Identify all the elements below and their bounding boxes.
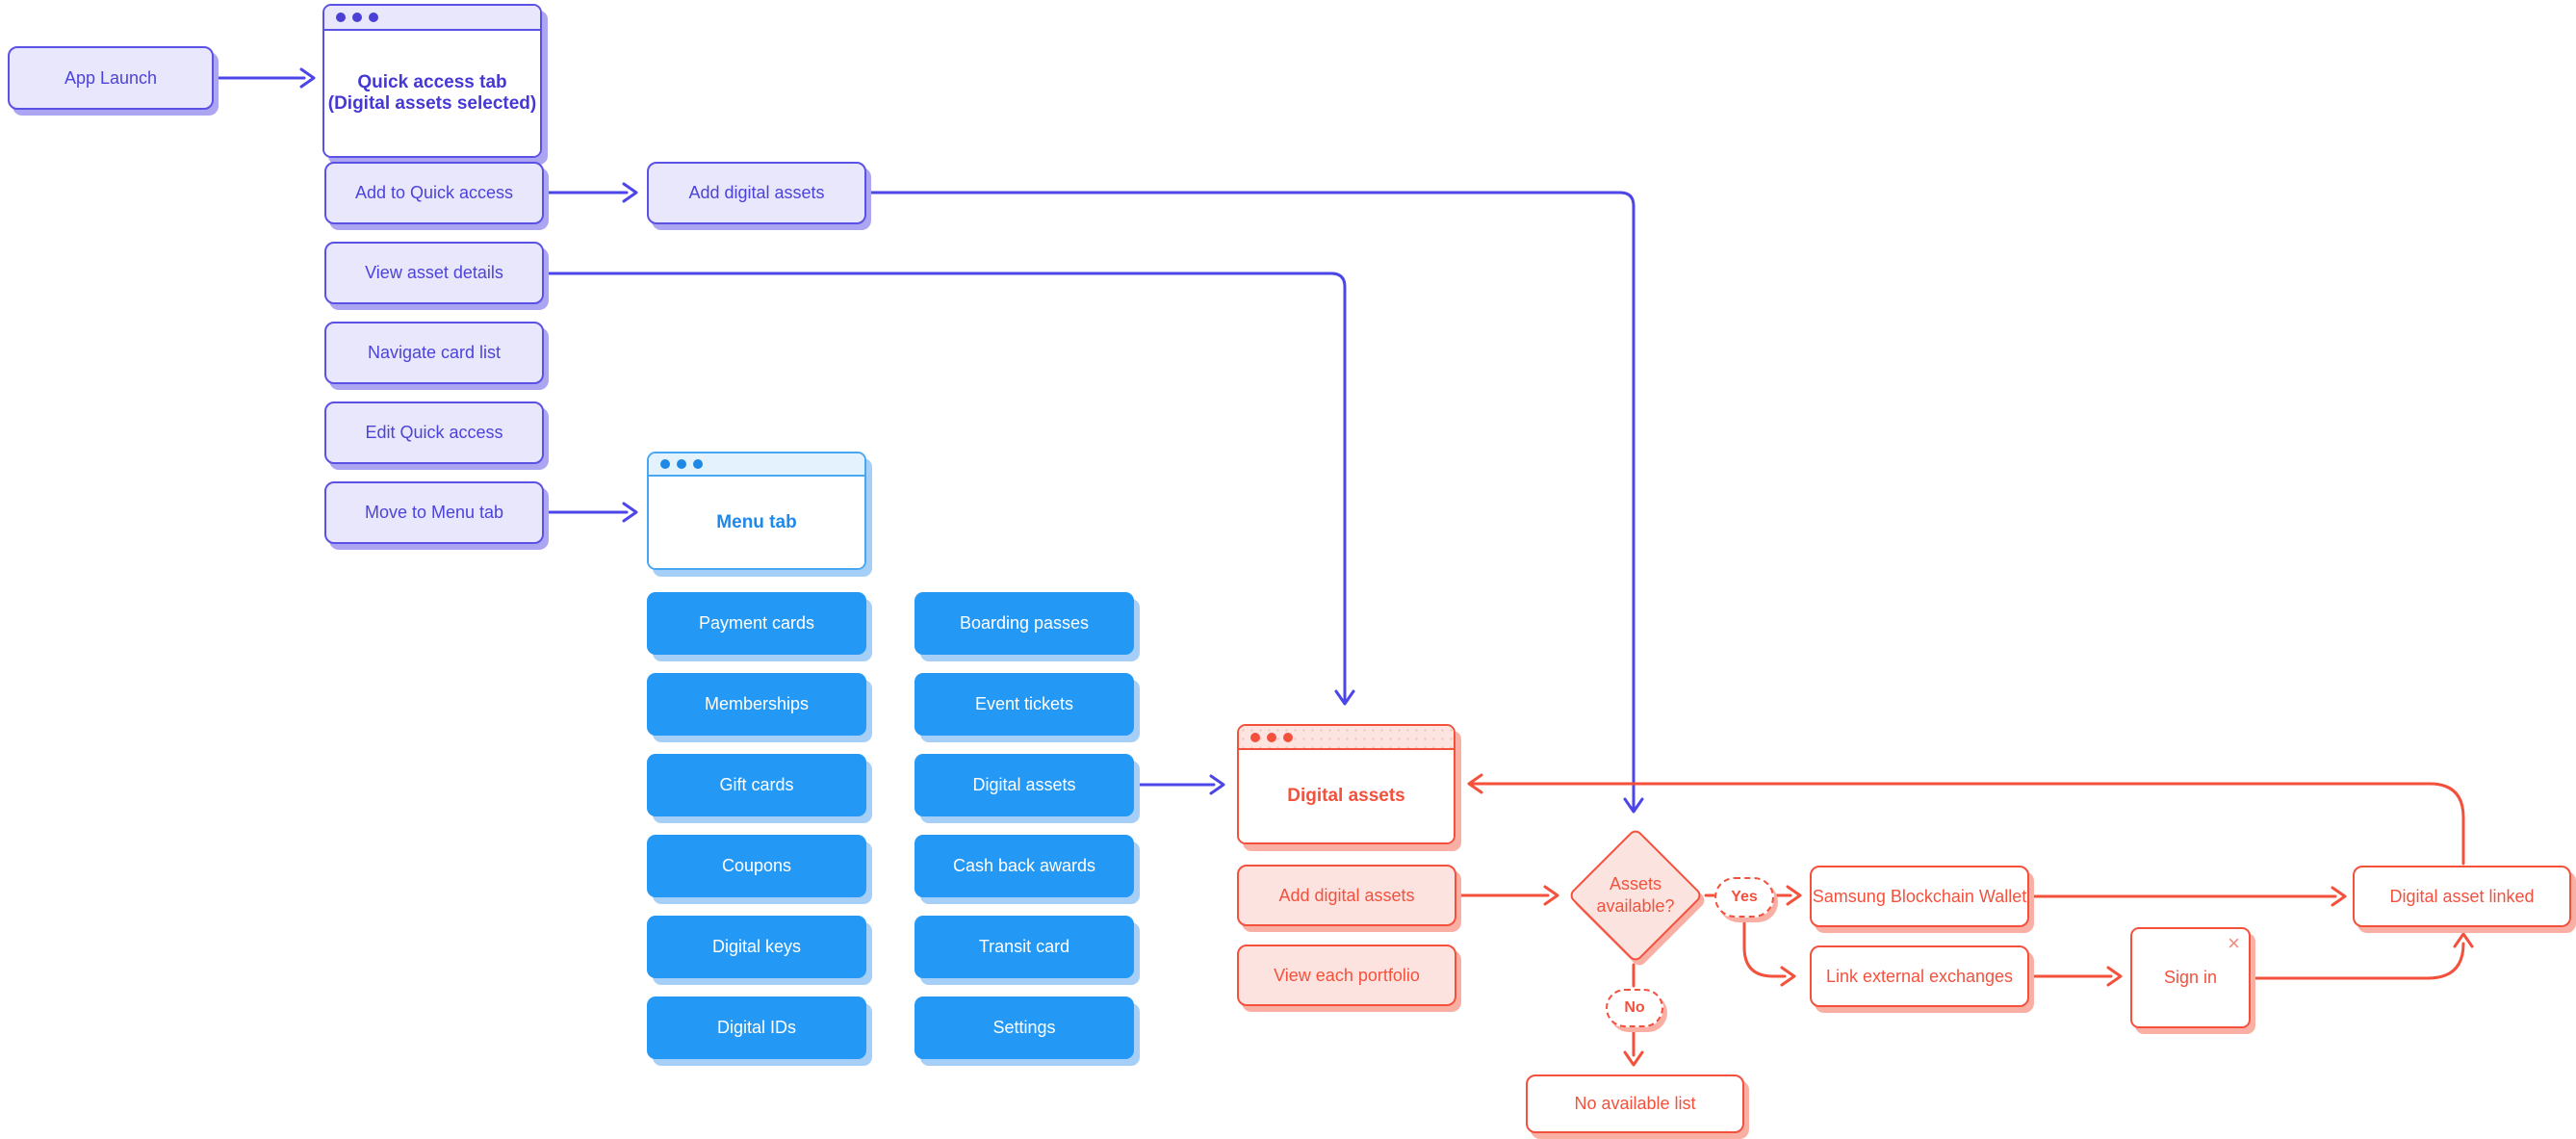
window-quick-access-tab[interactable]: Quick access tab (Digital assets selecte… bbox=[322, 4, 542, 158]
menu-item-label: Boarding passes bbox=[959, 613, 1090, 634]
menu-item-digital-assets[interactable]: Digital assets bbox=[914, 754, 1134, 816]
node-label: View each portfolio bbox=[1274, 965, 1420, 985]
window-title: Quick access tab (Digital assets selecte… bbox=[324, 31, 540, 156]
menu-item-label: Cash back awards bbox=[952, 856, 1096, 876]
node-label: Add digital assets bbox=[688, 183, 825, 203]
node-no-available-list[interactable]: No available list bbox=[1526, 1074, 1744, 1133]
arrow-yes-to-link-exchanges bbox=[1742, 919, 1796, 987]
menu-item-label: Transit card bbox=[978, 937, 1070, 957]
node-digital-asset-linked[interactable]: Digital asset linked bbox=[2353, 866, 2571, 927]
menu-item-memberships[interactable]: Memberships bbox=[647, 673, 866, 736]
menu-item-label: Digital IDs bbox=[716, 1018, 797, 1038]
window-dot-icon bbox=[660, 459, 670, 469]
arrow-sign-in-to-linked bbox=[2251, 932, 2474, 980]
menu-item-label: Coupons bbox=[721, 856, 792, 876]
menu-item-label: Payment cards bbox=[698, 613, 815, 634]
node-add-digital-assets[interactable]: Add digital assets bbox=[1237, 865, 1456, 926]
menu-item-boarding-passes[interactable]: Boarding passes bbox=[914, 592, 1134, 655]
branch-no[interactable]: No bbox=[1606, 989, 1663, 1027]
window-dot-icon bbox=[352, 13, 362, 22]
window-dot-icon bbox=[1267, 732, 1276, 742]
arrow-menu-digital-assets-to-assets-window bbox=[1135, 774, 1225, 795]
menu-item-payment-cards[interactable]: Payment cards bbox=[647, 592, 866, 655]
branch-yes[interactable]: Yes bbox=[1714, 877, 1774, 918]
node-label: Navigate card list bbox=[367, 343, 502, 363]
arrow-add-assets-to-decision bbox=[1458, 885, 1559, 906]
arrow-yes-to-wallet bbox=[1774, 885, 1802, 906]
menu-item-event-tickets[interactable]: Event tickets bbox=[914, 673, 1134, 736]
menu-item-digital-ids[interactable]: Digital IDs bbox=[647, 997, 866, 1059]
branch-label: Yes bbox=[1731, 889, 1758, 905]
menu-item-cash-back-awards[interactable]: Cash back awards bbox=[914, 835, 1134, 897]
menu-item-label: Gift cards bbox=[719, 775, 794, 795]
decision-label: Assets available? bbox=[1596, 874, 1675, 917]
node-view-each-portfolio[interactable]: View each portfolio bbox=[1237, 945, 1456, 1006]
node-add-digital-assets-quick[interactable]: Add digital assets bbox=[647, 162, 866, 224]
node-label: No available list bbox=[1574, 1094, 1696, 1114]
branch-label: No bbox=[1624, 999, 1645, 1016]
node-label: Samsung Blockchain Wallet bbox=[1812, 886, 2027, 906]
menu-item-label: Digital keys bbox=[711, 937, 802, 957]
node-link-external-exchanges[interactable]: Link external exchanges bbox=[1810, 945, 2029, 1007]
node-samsung-blockchain-wallet[interactable]: Samsung Blockchain Wallet bbox=[1810, 866, 2029, 927]
node-label: Link external exchanges bbox=[1825, 966, 2014, 986]
node-label: Move to Menu tab bbox=[364, 503, 504, 523]
close-icon[interactable]: × bbox=[2228, 931, 2240, 955]
menu-item-gift-cards[interactable]: Gift cards bbox=[647, 754, 866, 816]
node-label: View asset details bbox=[365, 263, 503, 283]
node-label: App Launch bbox=[64, 67, 158, 88]
modal-label: Sign in bbox=[2163, 968, 2218, 987]
node-navigate-card-list[interactable]: Navigate card list bbox=[324, 322, 544, 384]
node-add-to-quick-access[interactable]: Add to Quick access bbox=[324, 162, 544, 224]
window-dot-icon bbox=[677, 459, 686, 469]
menu-item-label: Settings bbox=[992, 1018, 1056, 1038]
window-titlebar bbox=[649, 453, 864, 477]
arrow-link-exchanges-to-sign-in bbox=[2031, 966, 2123, 987]
arrow-no-to-no-list bbox=[1623, 1025, 1644, 1067]
menu-item-label: Digital assets bbox=[972, 775, 1076, 795]
node-label: Edit Quick access bbox=[365, 423, 503, 443]
node-label: Add digital assets bbox=[1278, 885, 1415, 905]
window-title: Digital assets bbox=[1239, 750, 1454, 842]
arrow-add-to-quick-to-add-digital bbox=[546, 182, 638, 203]
arrow-app-launch-to-quick-window bbox=[216, 67, 316, 89]
menu-item-label: Memberships bbox=[704, 694, 810, 714]
window-dot-icon bbox=[1250, 732, 1260, 742]
node-label: Add to Quick access bbox=[354, 183, 514, 203]
node-view-asset-details[interactable]: View asset details bbox=[324, 242, 544, 304]
node-app-launch[interactable]: App Launch bbox=[8, 46, 214, 110]
menu-item-digital-keys[interactable]: Digital keys bbox=[647, 916, 866, 978]
node-move-to-menu-tab[interactable]: Move to Menu tab bbox=[324, 481, 544, 544]
window-titlebar bbox=[1239, 726, 1454, 750]
window-titlebar bbox=[324, 6, 540, 31]
node-edit-quick-access[interactable]: Edit Quick access bbox=[324, 401, 544, 464]
window-dot-icon bbox=[369, 13, 378, 22]
window-dot-icon bbox=[1283, 732, 1293, 742]
menu-item-coupons[interactable]: Coupons bbox=[647, 835, 866, 897]
modal-sign-in[interactable]: × Sign in bbox=[2130, 927, 2251, 1028]
window-dot-icon bbox=[693, 459, 703, 469]
menu-item-settings[interactable]: Settings bbox=[914, 997, 1134, 1059]
window-digital-assets[interactable]: Digital assets bbox=[1237, 724, 1455, 844]
window-menu-tab[interactable]: Menu tab bbox=[647, 452, 866, 570]
arrow-move-to-menu-to-menu-window bbox=[546, 502, 638, 523]
menu-item-label: Event tickets bbox=[974, 694, 1074, 714]
menu-item-transit-card[interactable]: Transit card bbox=[914, 916, 1134, 978]
arrow-wallet-to-linked bbox=[2031, 886, 2347, 907]
node-label: Digital asset linked bbox=[2389, 886, 2535, 906]
window-dot-icon bbox=[336, 13, 346, 22]
window-title: Menu tab bbox=[649, 477, 864, 568]
